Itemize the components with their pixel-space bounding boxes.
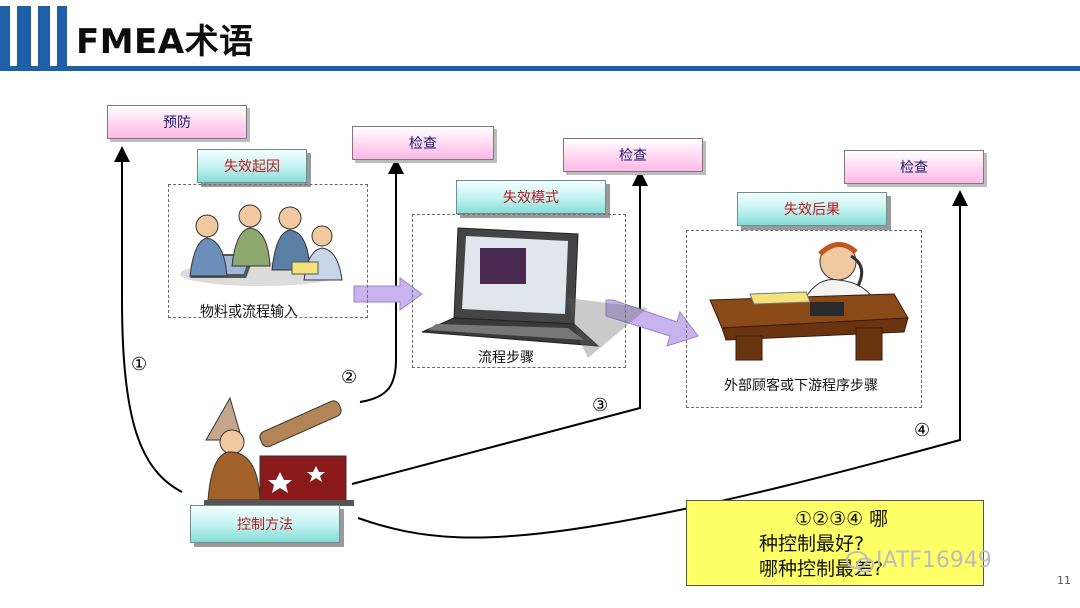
connector-1 [114, 146, 183, 493]
marker-4: ④ [914, 420, 931, 441]
label-failure-cause: 失效起因 [197, 149, 307, 183]
marker-3: ③ [592, 395, 609, 416]
connector-4 [357, 190, 968, 539]
watermark-text: IATF16949 [876, 548, 992, 573]
flow-arrow-1 [353, 277, 423, 311]
stargazer-illustration [204, 396, 354, 506]
page-title: FMEA术语 [76, 22, 254, 62]
question-note: ①②③④ 哪 种控制最好? 哪种控制最差? [686, 500, 984, 586]
flow-arrow-2 [605, 299, 699, 347]
marker-1: ① [131, 354, 148, 375]
frame-failure-cause [168, 184, 368, 318]
label-check-1: 检查 [352, 126, 494, 160]
header-stripe-3 [38, 6, 50, 66]
caption-process-step: 流程步骤 [478, 350, 534, 366]
header-stripe-1 [0, 6, 10, 66]
label-check-2: 检查 [563, 138, 703, 172]
caption-material-input: 物料或流程输入 [200, 304, 298, 320]
frame-failure-effect [686, 230, 922, 408]
caption-downstream-step: 外部顾客或下游程序步骤 [724, 378, 878, 394]
connector-3 [351, 170, 648, 485]
label-check-3: 检查 [844, 150, 984, 184]
laptop-illustration [421, 227, 648, 358]
desk-phone-illustration [709, 242, 909, 361]
label-failure-effect: 失效后果 [737, 192, 887, 226]
header-stripe-4 [57, 6, 67, 66]
page-number: 11 [1057, 574, 1071, 587]
question-line-2: 种控制最好? [759, 533, 865, 555]
header-stripe-2 [17, 6, 31, 66]
connector-2 [359, 158, 404, 403]
question-line-1: ①②③④ 哪 [795, 508, 889, 530]
question-line-3: 哪种控制最差? [759, 558, 884, 580]
label-control-method: 控制方法 [190, 505, 340, 543]
header-underline [0, 66, 1080, 71]
label-prevent: 预防 [107, 105, 247, 139]
label-failure-mode: 失效模式 [456, 180, 606, 214]
marker-2: ② [341, 367, 358, 388]
wechat-icon [846, 551, 874, 573]
frame-failure-mode [412, 214, 626, 368]
team-illustration [180, 204, 343, 286]
